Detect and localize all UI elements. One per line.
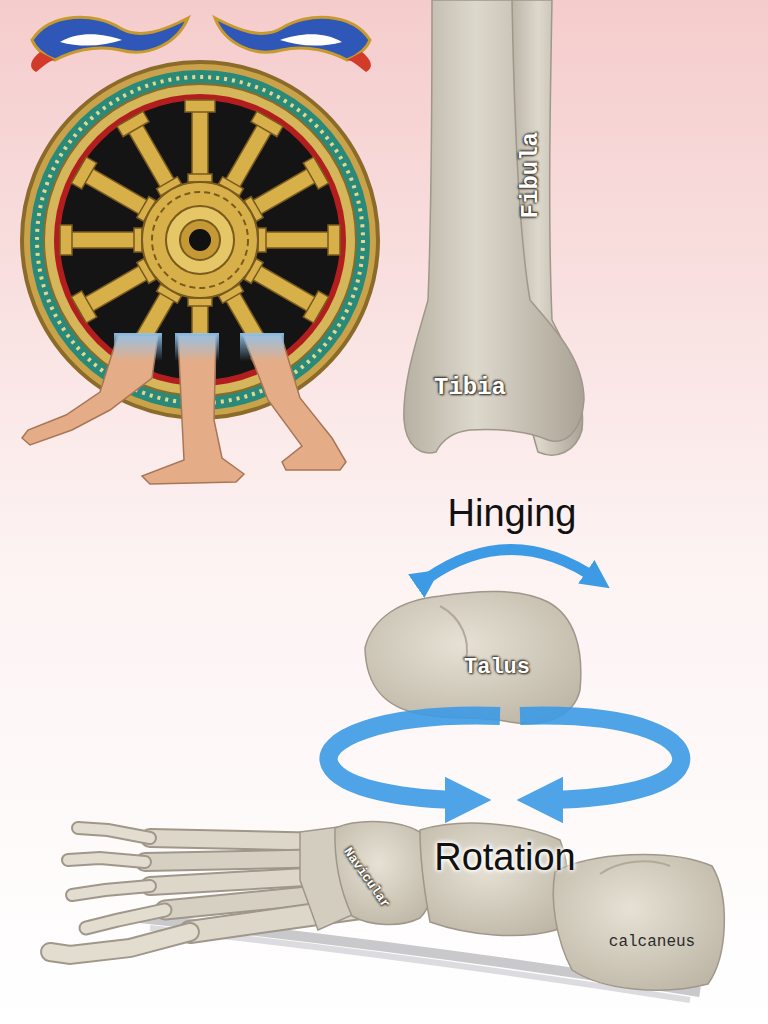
tibia-bone bbox=[404, 0, 584, 453]
bone-label: Tibia bbox=[434, 375, 506, 401]
foot-skeleton bbox=[50, 822, 724, 1000]
motion-title: Hinging bbox=[448, 493, 577, 535]
rotation-arrows bbox=[329, 716, 682, 800]
talus-bone bbox=[365, 591, 581, 723]
walking-legs bbox=[22, 333, 346, 484]
hinging-arrow bbox=[428, 549, 598, 580]
bone-label: Fibula bbox=[518, 132, 544, 218]
motion-title: Rotation bbox=[434, 837, 576, 879]
bone-label: Talus bbox=[464, 656, 530, 680]
bone-label: calcaneus bbox=[609, 934, 695, 952]
